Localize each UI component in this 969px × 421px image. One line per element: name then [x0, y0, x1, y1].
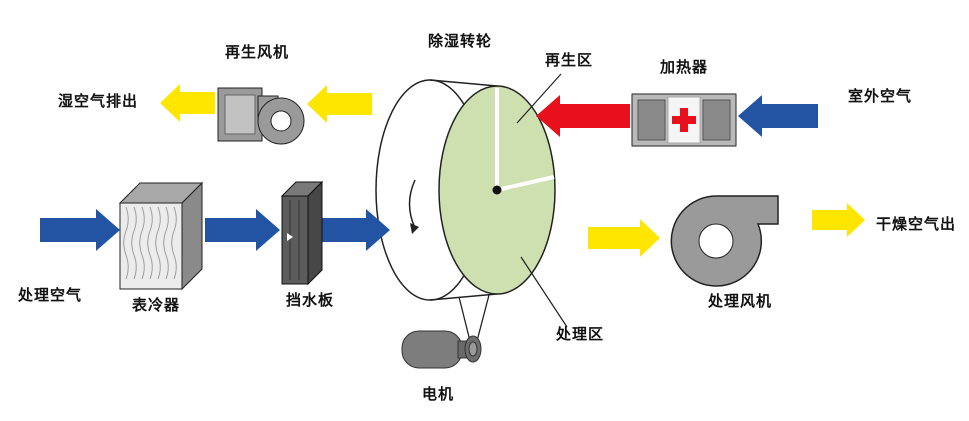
rotation-arrow-head-icon [410, 223, 419, 234]
motor-pulley-inner [468, 341, 478, 357]
label-heater: 加热器 [659, 58, 708, 76]
belt-line-right [476, 294, 490, 342]
label-dry-air-out: 干燥空气出 [875, 215, 956, 233]
motor-body [401, 330, 463, 369]
wheel-hub [492, 185, 502, 195]
label-baffle: 挡水板 [285, 291, 334, 309]
process-zone-leader-line [520, 256, 568, 328]
baffle-front-face [281, 195, 309, 285]
heater-to-wheel-arrow [536, 95, 630, 137]
rotation-arrow-icon [408, 179, 416, 229]
regen-fan-inlet [270, 110, 292, 132]
process-air-arrow [40, 209, 120, 251]
label-wet-air-out: 湿空气排出 [57, 92, 138, 110]
baffle-mark-icon [287, 233, 293, 241]
regen-fan-inner-panel [224, 94, 256, 135]
regen-sector-divider-right [496, 175, 555, 192]
label-regen-zone: 再生区 [544, 51, 593, 69]
heater-right-block [702, 99, 731, 141]
process-fan-inlet [698, 223, 734, 259]
belt-line-left [458, 296, 471, 342]
label-process-air: 处理空气 [17, 286, 82, 304]
label-process-zone: 处理区 [555, 325, 604, 343]
label-wheel: 除湿转轮 [427, 32, 492, 50]
label-process-fan: 处理风机 [707, 292, 772, 310]
dry-air-out-arrow [812, 203, 865, 237]
baffle-side-face [307, 180, 323, 286]
label-cooler: 表冷器 [131, 296, 180, 314]
wheel-bottom-edge [429, 293, 498, 301]
wheel-to-process-fan-arrow [588, 219, 660, 257]
wheel-top-edge [429, 79, 498, 87]
heater-left-block [637, 99, 666, 141]
wet-air-exhaust-arrow [160, 84, 215, 122]
regen-zone-leader-line [516, 73, 562, 124]
cooler-to-baffle-arrow [205, 209, 280, 251]
heater-plus-icon [680, 108, 688, 132]
outdoor-air-arrow [738, 95, 818, 137]
label-outdoor-air: 室外空气 [847, 87, 912, 105]
label-regen-fan: 再生风机 [224, 43, 289, 61]
cooler-fins [123, 206, 177, 280]
wheel-to-regen-fan-arrow [307, 85, 372, 123]
baffle-to-wheel-arrow [316, 209, 390, 251]
label-motor: 电机 [421, 385, 454, 403]
